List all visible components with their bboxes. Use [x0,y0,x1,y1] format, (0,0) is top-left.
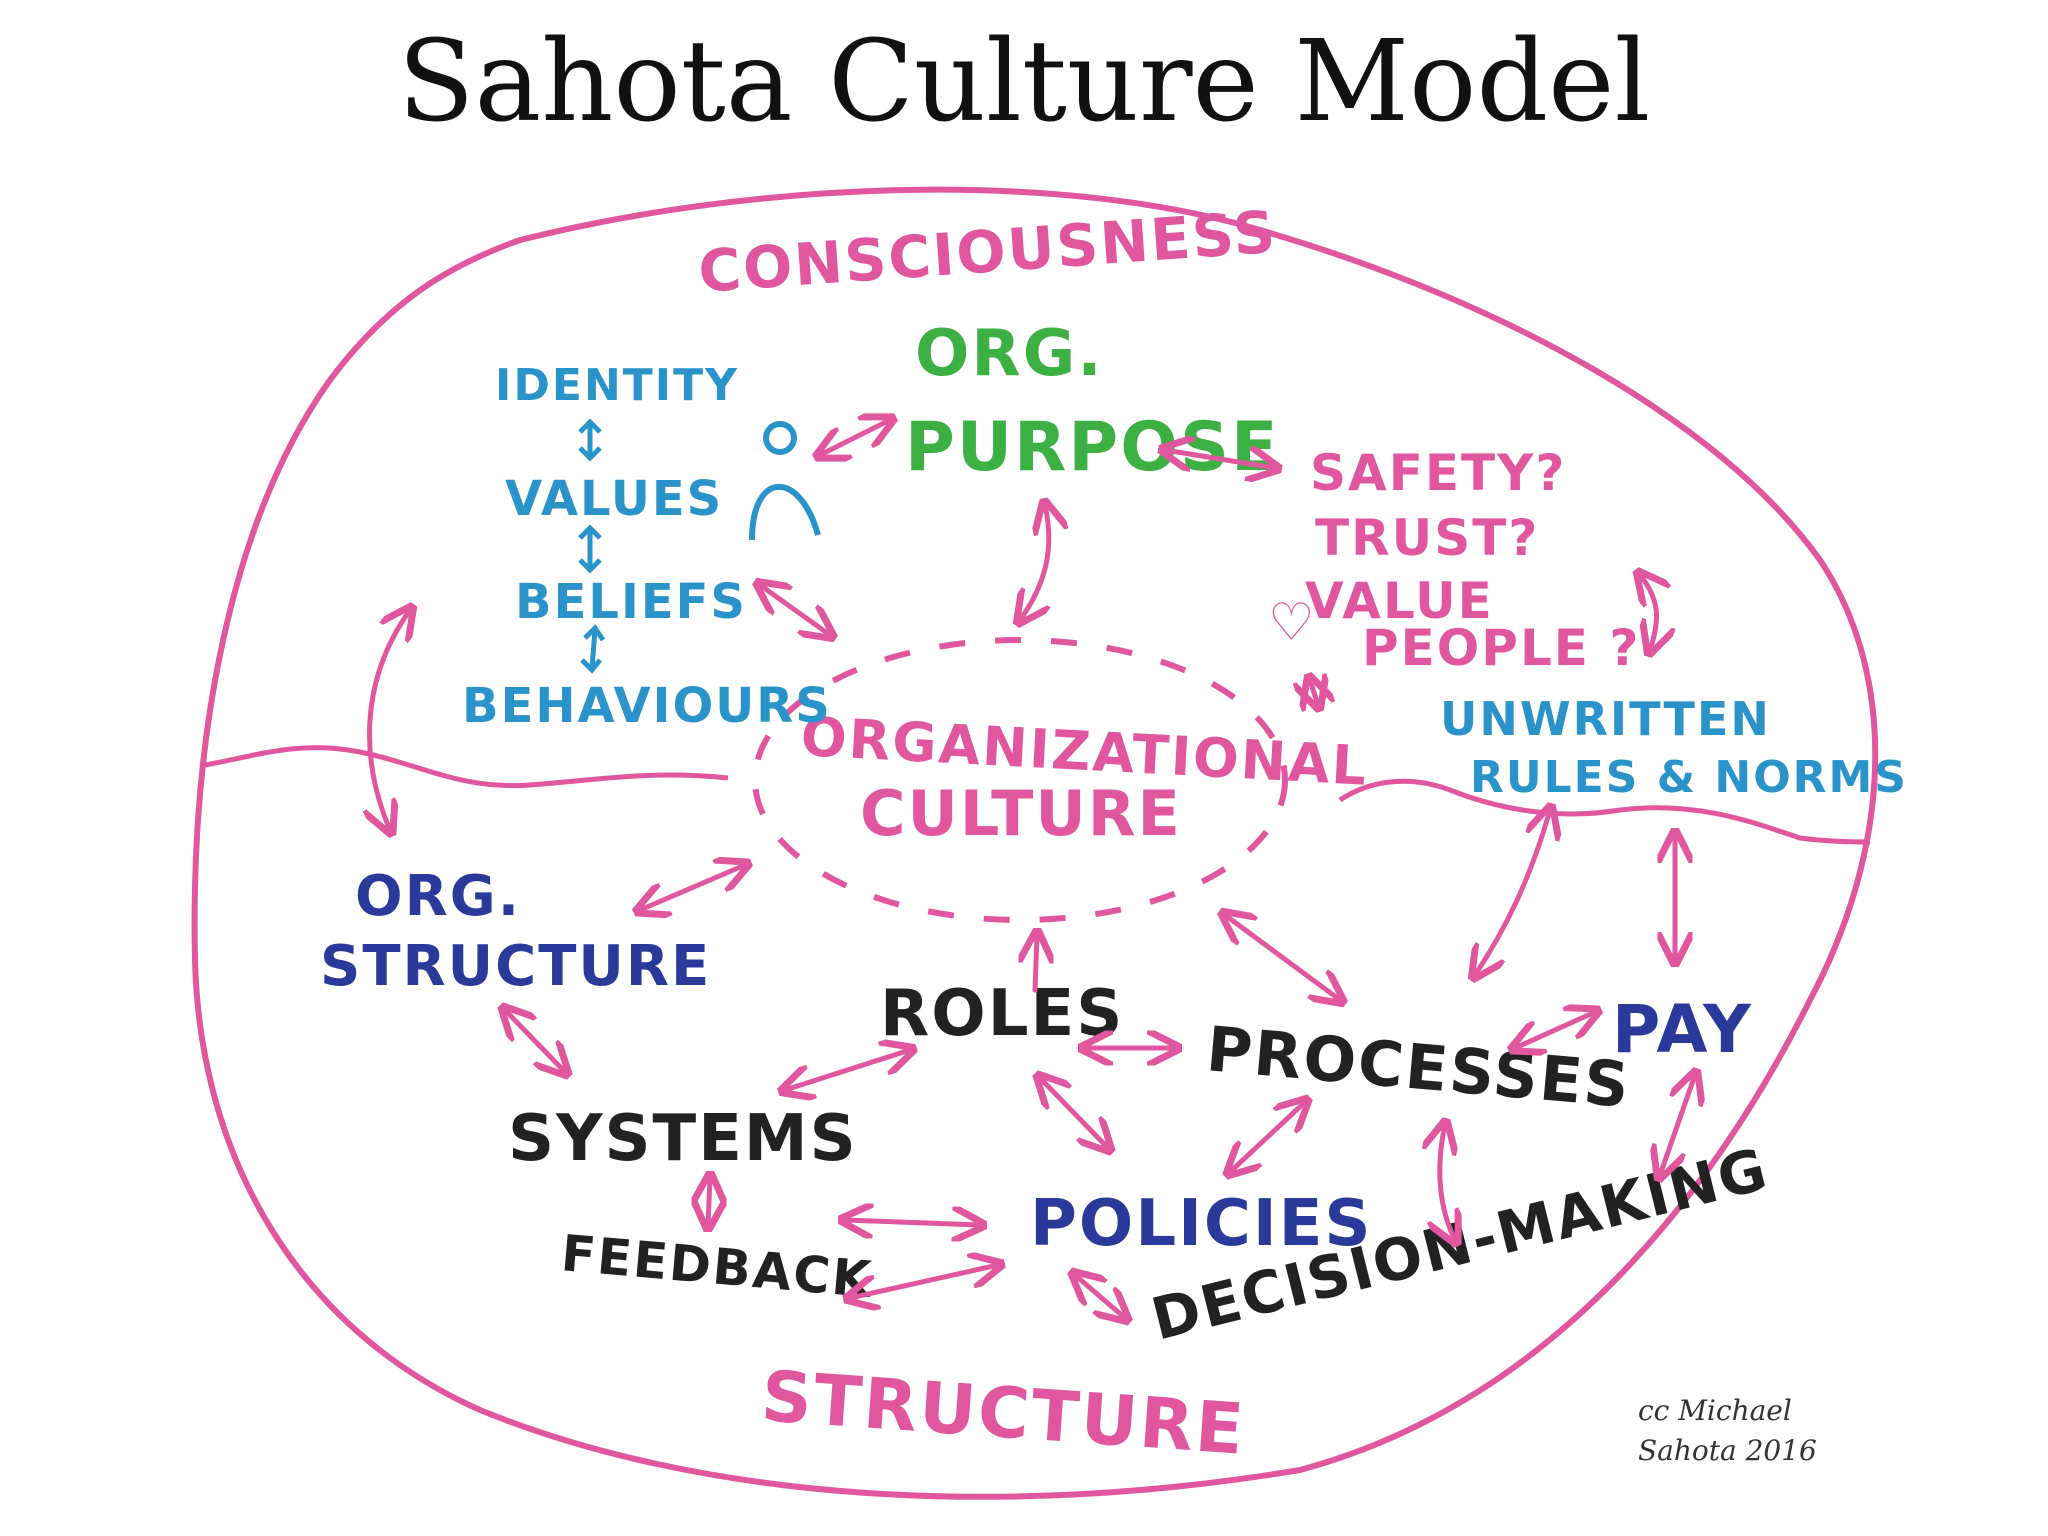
arrow-roles-culture [1035,935,1037,993]
org-structure-label-line1: ORG. [355,864,521,929]
arrow-consciousness-structure [370,610,410,830]
unwritten-label-line2: RULES & NORMS [1470,752,1908,803]
person-icon [749,421,821,541]
arrow-processes-culture [1225,915,1340,1000]
arrow-feedback-policies [850,1265,998,1298]
processes-label: PROCESSES [1204,1012,1634,1122]
identity-label: IDENTITY [495,360,739,411]
structure-label: STRUCTURE [759,1355,1248,1471]
arrow-beliefs-culture [760,585,830,635]
feedback-label: FEEDBACK [559,1224,875,1309]
culture-dashed-ellipse [752,637,1288,923]
arrow-purpose-culture [1020,505,1049,620]
arrow-people-unwritten [1640,575,1657,650]
arrow-value-culture [1310,680,1318,705]
trust-label: TRUST? [1315,509,1539,567]
credit-line1: cc Michael [1638,1394,1792,1427]
roles-label: ROLES [880,977,1124,1051]
arrow-structure-systems [505,1010,565,1072]
beliefs-label: BELIEFS [515,574,747,630]
arrow-systems-policies [845,1220,980,1225]
arrow-purpose-safety [1165,450,1275,468]
values-label: VALUES [505,471,723,527]
arrow-processes-decision [1440,1125,1455,1240]
org-purpose-label-line2: PURPOSE [905,408,1280,487]
outer-boundary [191,186,1879,1500]
arrow-pay-decision [1660,1075,1695,1175]
arrow-roles-policies [1040,1078,1108,1148]
stack-connectors [578,418,606,674]
org-structure-label-line2: STRUCTURE [320,934,711,999]
arrow-policies-decision [1075,1275,1125,1318]
consciousness-label: CONSCIOUSNESS [696,198,1279,306]
pay-label: PAY [1612,991,1753,1068]
arrow-processes-policies [1230,1102,1305,1172]
value-people-label-line1: VALUE [1305,572,1494,630]
org-purpose-label-line1: ORG. [915,317,1104,391]
value-people-label-line2: PEOPLE ? [1362,619,1640,677]
heart-icon: ♡ [1268,593,1315,653]
arrow-structure-culture [640,865,745,910]
arrow-processes-pay [1515,1012,1595,1048]
waterline [204,745,1871,845]
center-label-line2: CULTURE [860,777,1182,850]
behaviours-label: BEHAVIOURS [462,678,832,734]
arrow-systems-feedback [708,1178,710,1225]
connector-arrows [370,420,1695,1318]
diagram-title: Sahota Culture Model [398,17,1651,147]
systems-label: SYSTEMS [508,1102,858,1176]
arrow-person-purpose [820,420,890,455]
arrow-unwritten-processes [1475,810,1550,975]
arrow-roles-systems [785,1050,910,1090]
safety-label: SAFETY? [1310,444,1566,502]
unwritten-label-line1: UNWRITTEN [1440,692,1771,746]
policies-label: POLICIES [1030,1187,1373,1261]
credit-line2: Sahota 2016 [1638,1434,1817,1467]
